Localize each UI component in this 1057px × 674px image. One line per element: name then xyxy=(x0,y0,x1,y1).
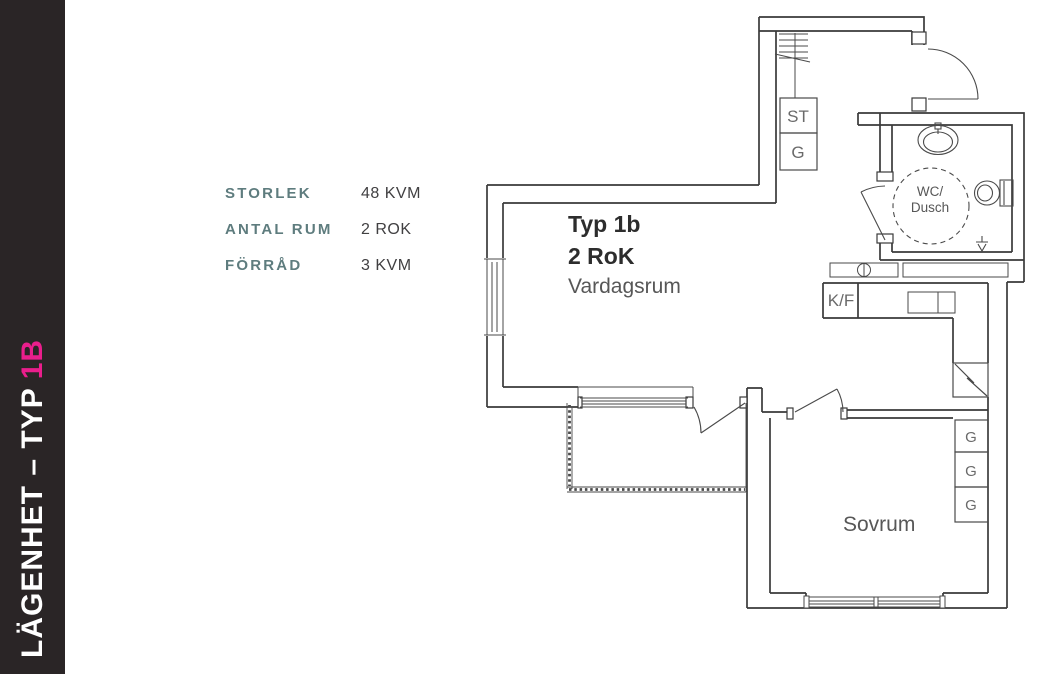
label-closet-st: ST xyxy=(787,107,809,126)
doors xyxy=(693,48,979,434)
shaft-break-icon xyxy=(954,363,988,397)
info-row-size: STORLEK 48 KVM xyxy=(225,186,421,202)
info-value: 2 ROK xyxy=(361,221,412,238)
info-row-rooms: ANTAL RUM 2 ROK xyxy=(225,222,421,238)
room-label-livingroom: Vardagsrum xyxy=(568,275,681,298)
unit-title: Typ 1b xyxy=(568,211,640,237)
floor-drain-icon xyxy=(976,236,988,253)
label-wc-2: Dusch xyxy=(911,200,949,215)
sink-icon xyxy=(917,124,959,156)
info-value: 48 KVM xyxy=(361,185,421,202)
wheelchair-turning-circle xyxy=(892,167,970,245)
info-label: FÖRRÅD xyxy=(225,257,303,274)
label-wardrobe-3: G xyxy=(965,497,977,514)
info-value: 3 KVM xyxy=(361,257,412,274)
windows xyxy=(484,258,946,609)
entry-door xyxy=(927,48,979,100)
door-jambs xyxy=(577,31,927,420)
label-closet-g: G xyxy=(791,143,804,162)
balcony-railing xyxy=(566,403,747,493)
balcony-door xyxy=(693,402,746,434)
plan-labels: Typ 1b 2 RoK Vardagsrum Sovrum WC/ Dusch… xyxy=(568,107,977,536)
label-fridge: K/F xyxy=(828,291,854,310)
stove-icon xyxy=(907,291,956,314)
toilet-icon xyxy=(999,179,1014,207)
closets xyxy=(779,97,818,171)
label-wc-1: WC/ xyxy=(917,184,943,199)
info-row-storage: FÖRRÅD 3 KVM xyxy=(225,258,421,274)
label-wardrobe-2: G xyxy=(965,463,977,480)
shaft-hatch xyxy=(774,33,811,98)
unit-subtitle: 2 RoK xyxy=(568,243,635,269)
apartment-info: STORLEK 48 KVM ANTAL RUM 2 ROK FÖRRÅD 3 … xyxy=(225,186,421,294)
room-label-bedroom: Sovrum xyxy=(843,513,915,536)
vent-shaft xyxy=(952,362,989,398)
bathroom-fixtures xyxy=(892,122,1014,253)
bathroom-door xyxy=(860,185,886,241)
sidebar: LÄGENHET – TYP1B xyxy=(0,0,65,674)
bedroom-door xyxy=(794,388,844,413)
kitchen xyxy=(829,262,1009,314)
info-label: STORLEK xyxy=(225,185,312,202)
label-wardrobe-1: G xyxy=(965,429,977,446)
wardrobe-units xyxy=(954,419,989,523)
kitchen-counter-right xyxy=(902,262,1009,278)
info-label: ANTAL RUM xyxy=(225,221,333,238)
